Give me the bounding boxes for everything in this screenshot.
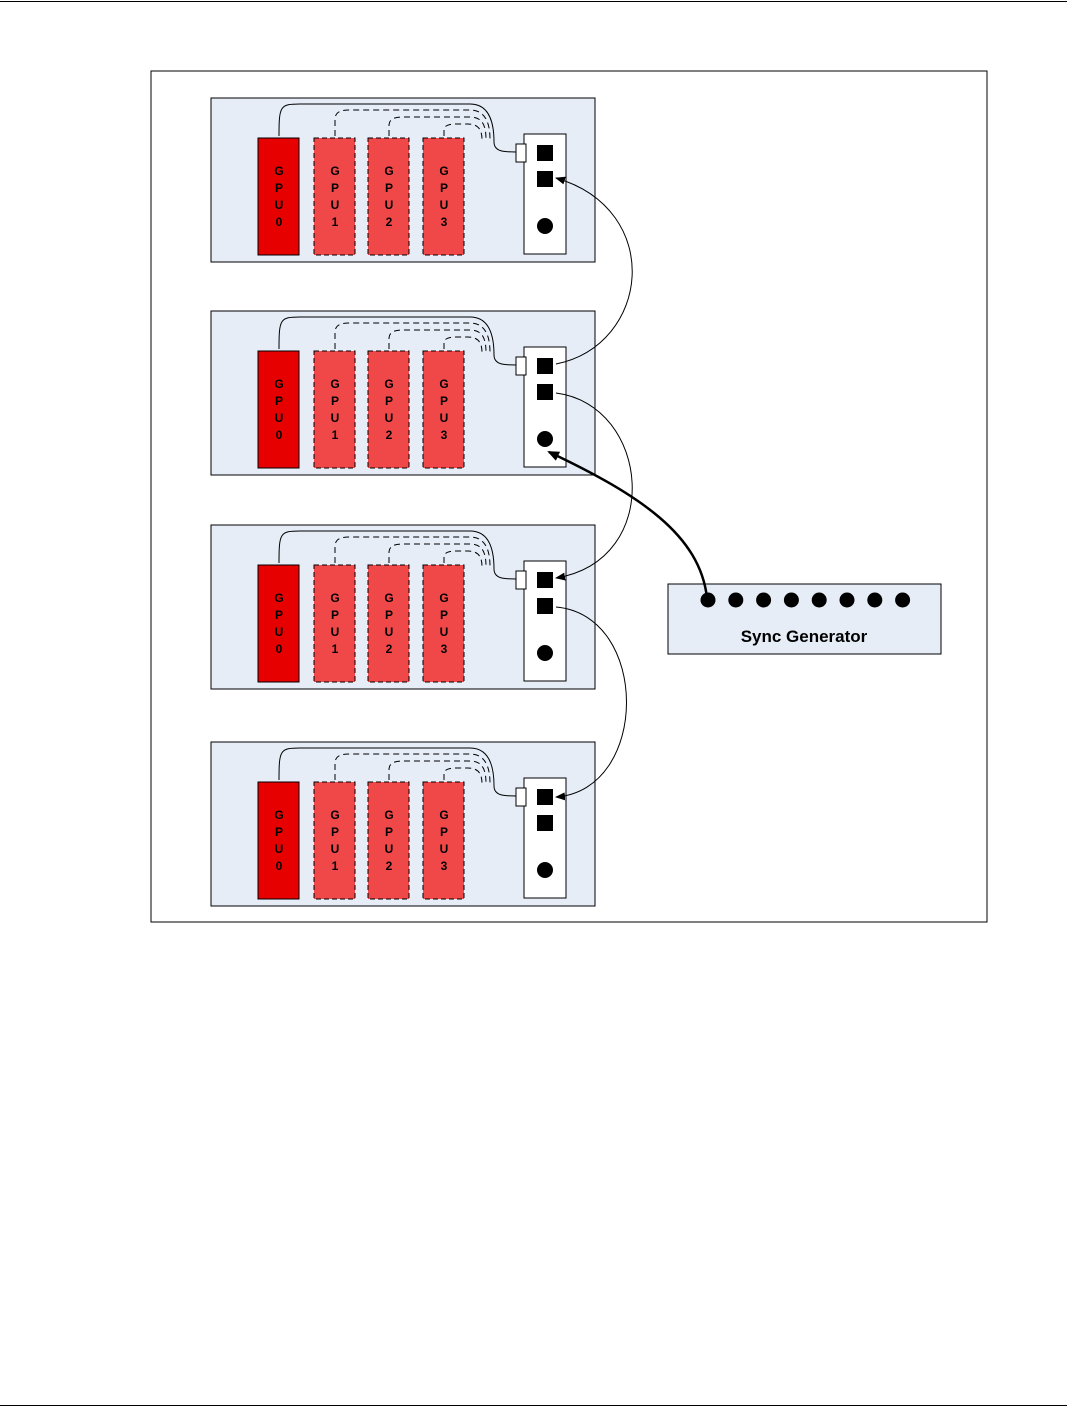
sync-port-b	[537, 815, 553, 831]
sync-generator-port-2	[756, 592, 772, 608]
cable-gpu0	[278, 530, 517, 580]
sync-port-b	[537, 171, 553, 187]
link-node2-to-node3	[555, 606, 627, 801]
cable-gpu2	[388, 329, 487, 354]
sync-generator-port-1	[728, 592, 744, 608]
gpu-1	[313, 781, 356, 900]
sync-port-c	[537, 431, 553, 447]
sync-port-c	[537, 218, 553, 234]
gpu-0	[257, 564, 300, 683]
sync-port-a	[537, 358, 553, 374]
sync-generator-label: Sync Generator	[741, 627, 868, 646]
sync-port-a	[537, 572, 553, 588]
gpu-1	[313, 350, 356, 469]
cable-gpu3	[443, 336, 483, 354]
sync-generator: Sync Generator	[667, 583, 942, 655]
gpu-0	[257, 781, 300, 900]
gpu-1	[313, 564, 356, 683]
cable-gpu2	[388, 543, 487, 568]
cable-gpu0	[278, 316, 517, 366]
top-rule	[0, 1, 1067, 2]
link-sync-to-node1	[547, 450, 709, 599]
gpu-2	[367, 350, 410, 469]
gpu-3	[422, 564, 465, 683]
link-node1-to-node0	[555, 176, 633, 365]
cable-gpu2	[388, 760, 487, 785]
cable-gpu1	[334, 322, 491, 354]
sync-port-a	[537, 789, 553, 805]
gpu-1	[313, 137, 356, 256]
sync-generator-port-0	[700, 592, 716, 608]
cable-gpu3	[443, 550, 483, 568]
cable-gpu1	[334, 536, 491, 568]
gpu-2	[367, 781, 410, 900]
gpu-0	[257, 350, 300, 469]
gpu-3	[422, 350, 465, 469]
sync-card-connector	[515, 787, 527, 807]
gpu-2	[367, 564, 410, 683]
sync-port-c	[537, 862, 553, 878]
cable-gpu2	[388, 116, 487, 141]
sync-generator-port-7	[895, 592, 911, 608]
sync-generator-port-4	[811, 592, 827, 608]
bottom-rule	[0, 1405, 1067, 1406]
cable-gpu1	[334, 753, 491, 785]
sync-port-c	[537, 645, 553, 661]
sync-generator-port-6	[867, 592, 883, 608]
cable-gpu3	[443, 123, 483, 141]
cable-gpu0	[278, 103, 517, 153]
link-node1-to-node2	[555, 392, 633, 581]
sync-generator-ports	[700, 592, 911, 608]
sync-port-b	[537, 598, 553, 614]
sync-generator-port-3	[783, 592, 799, 608]
cable-gpu1	[334, 109, 491, 141]
sync-port-b	[537, 384, 553, 400]
sync-generator-port-5	[839, 592, 855, 608]
connections	[547, 176, 709, 801]
cable-gpu3	[443, 767, 483, 785]
gpu-3	[422, 781, 465, 900]
sync-card-connector	[515, 570, 527, 590]
sync-port-a	[537, 145, 553, 161]
sync-card-connector	[515, 356, 527, 376]
cable-gpu0	[278, 747, 517, 797]
gpu-3	[422, 137, 465, 256]
sync-card-connector	[515, 143, 527, 163]
gpu-2	[367, 137, 410, 256]
gpu-0	[257, 137, 300, 256]
